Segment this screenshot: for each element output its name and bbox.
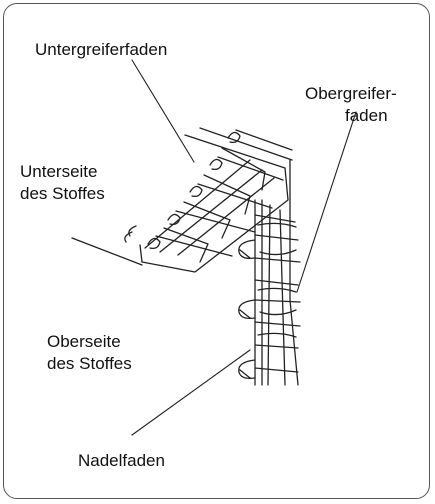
needle-thread-loops [238, 239, 256, 380]
label-fabric-topside-line1: Oberseite [47, 332, 121, 351]
label-upper-looper-thread-line2: faden [345, 106, 388, 125]
lower-looper-thread [124, 129, 293, 263]
fabric-diagonal [71, 127, 293, 273]
upper-looper-thread [254, 214, 301, 373]
diagram-frame [3, 3, 430, 499]
fabric-vertical [254, 159, 299, 386]
label-needle-thread: Nadelfaden [78, 451, 165, 470]
label-upper-looper-thread-line1: Obergreifer- [305, 84, 397, 103]
leader-lines [131, 59, 357, 436]
label-lower-looper-thread: Untergreiferfaden [35, 40, 168, 59]
label-fabric-topside-line2: des Stoffes [47, 354, 132, 373]
label-fabric-underside-line1: Unterseite [20, 162, 98, 181]
label-fabric-underside-line2: des Stoffes [20, 184, 105, 203]
